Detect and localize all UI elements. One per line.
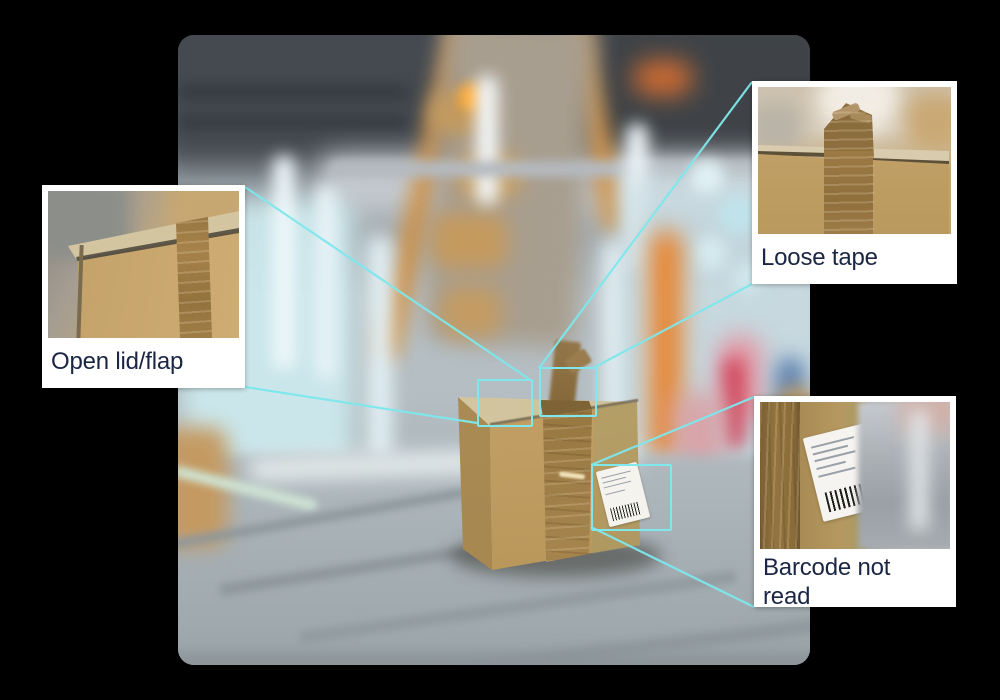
- bokeh-light: [368, 235, 392, 485]
- bokeh-light: [690, 160, 724, 194]
- packing-tape: [176, 217, 212, 338]
- packing-tape: [176, 217, 212, 338]
- callout-card-barcode-not-read[interactable]: Barcode not read: [754, 396, 956, 610]
- open-lid-thumbnail: [48, 191, 239, 338]
- package-blob: [440, 287, 502, 337]
- photo-bg-blob: [178, 653, 810, 665]
- packing-tape: [760, 402, 800, 549]
- callout-label: Barcode not read: [763, 554, 891, 610]
- package-blob: [430, 213, 508, 269]
- photo-bg-blob: [758, 101, 803, 153]
- box-lid-crease: [870, 158, 949, 165]
- bbox-loose-tape[interactable]: [539, 367, 597, 417]
- bbox-barcode-not-read[interactable]: [591, 464, 672, 531]
- packing-tape: [543, 409, 592, 562]
- bokeh-light: [316, 185, 336, 380]
- packing-tape: [760, 402, 800, 549]
- photo-bg-blob: [724, 357, 744, 449]
- callout-label: Open lid/flap: [51, 348, 184, 375]
- packing-tape: [824, 151, 873, 234]
- barcode-thumbnail: [760, 402, 950, 549]
- callout-card-loose-tape[interactable]: Loose tape: [752, 81, 957, 284]
- bokeh-light: [476, 75, 498, 205]
- callout-label: Loose tape: [761, 244, 878, 271]
- photo-bg-blob: [906, 93, 951, 151]
- photo-bg-blob: [178, 117, 408, 127]
- bokeh-light: [273, 155, 295, 370]
- label-text-line: [816, 460, 846, 471]
- callout-card-open-lid[interactable]: Open lid/flap: [42, 185, 245, 388]
- bokeh-light: [910, 410, 928, 530]
- warehouse-photo: [178, 35, 810, 665]
- bokeh-light: [693, 235, 727, 271]
- loose-tape-thumbnail: [758, 87, 951, 234]
- packing-tape: [824, 103, 874, 234]
- box-lid-crease: [758, 151, 828, 157]
- packing-tape: [543, 409, 592, 562]
- label-text-line: [818, 466, 856, 478]
- photo-bg-blob: [633, 60, 693, 96]
- bbox-open-lid[interactable]: [477, 379, 533, 427]
- photo-bg-blob: [178, 87, 408, 97]
